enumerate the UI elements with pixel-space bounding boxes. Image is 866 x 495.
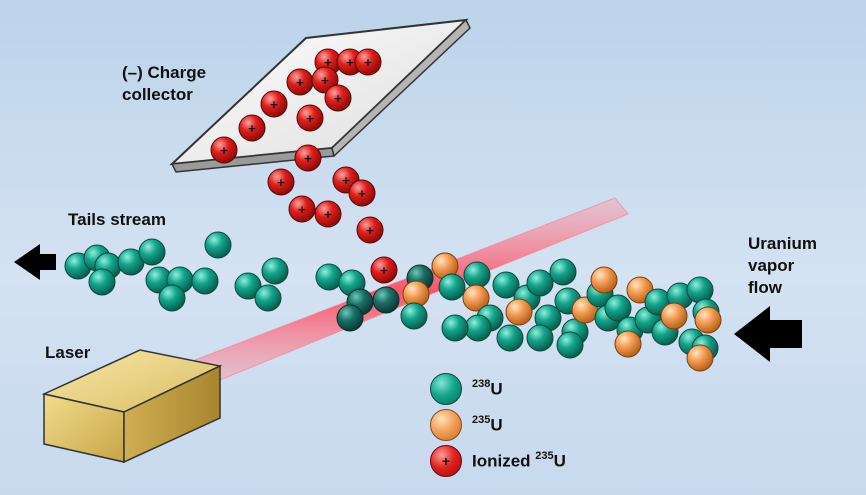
u238-atom [549,258,577,286]
legend-item-u235: 235U [430,408,503,442]
ion-plus-sign: + [247,122,256,135]
legend-prefix-ionized: Ionized [472,451,536,471]
u238-atom [158,284,186,312]
ionized-u235-atom [370,256,398,284]
legend-label-u235: 235U [472,413,503,436]
u238-atom [315,263,343,291]
legend: 238U 235U + Ionized 235U [430,372,660,482]
ionized-u235-atom [314,200,342,228]
laser-box [41,349,223,464]
u235-atom-icon [430,409,462,441]
u235-atom [694,306,722,334]
u235-atom [660,302,688,330]
ion-plus-sign: + [303,152,312,165]
ion-plus-sign: + [219,144,228,157]
legend-symbol-ionized: U [553,451,566,471]
legend-label-ionized: Ionized 235U [472,449,566,472]
u238-atom [441,314,469,342]
ionized-u235-atom [288,195,316,223]
u238-atom [191,267,219,295]
u238-atom [372,286,400,314]
ion-plus-sign: + [276,176,285,189]
ion-plus-sign: + [365,224,374,237]
flow-label-line3: flow [748,278,782,297]
legend-mass-u235: 235 [472,413,491,426]
ion-plus-sign: + [323,56,332,69]
u238-atom [88,268,116,296]
u238-atom [492,271,520,299]
flow-label-line2: vapor [748,256,795,275]
ion-plus-sign: + [341,174,350,187]
u238-atom [254,284,282,312]
ion-plus-sign: + [295,76,304,89]
ionized-u235-atom [324,84,352,112]
ion-plus-sign: + [320,74,329,87]
flow-label-line1: Uranium [748,234,817,253]
ionized-u235-atom [354,48,382,76]
ion-plus-sign: + [297,203,306,216]
ionized-atom-icon: + [430,445,462,477]
u238-atom [526,269,554,297]
u238-atom [400,302,428,330]
u238-atom [204,231,232,259]
ion-plus-sign: + [269,98,278,111]
ionized-u235-atom [356,216,384,244]
u238-atom [604,294,632,322]
ionized-u235-atom [294,144,322,172]
atom-layer: + + + + + + + + + + + + + + + + + + [64,48,722,372]
legend-symbol-u235: U [490,415,503,435]
charge-collector-label-line2: collector [122,85,193,104]
legend-item-u238: 238U [430,372,503,406]
u238-atom [526,324,554,352]
plus-sign: + [441,453,451,469]
ionized-u235-atom [210,136,238,164]
ionized-u235-atom [260,90,288,118]
charge-collector-label-line1: (–) Charge [122,63,207,82]
u238-atom-icon [430,373,462,405]
u235-atom [590,266,618,294]
laser-label: Laser [45,343,91,362]
u238-atom [496,324,524,352]
legend-item-ionized: + Ionized 235U [430,444,566,478]
ionized-u235-atom [267,168,295,196]
u235-atom [686,344,714,372]
u238-atom [336,304,364,332]
u235-atom [505,298,533,326]
u238-atom [138,238,166,266]
flow-arrow-icon [734,306,802,362]
ion-plus-sign: + [305,112,314,125]
ion-plus-sign: + [345,56,354,69]
charge-collector-label: (–) Charge collector [122,62,206,106]
legend-label-u238: 238U [472,377,503,400]
legend-mass-u238: 238 [472,377,491,390]
legend-mass-ionized: 235 [535,449,554,462]
tails-arrow-icon [14,244,56,280]
legend-symbol-u238: U [490,379,503,399]
u235-atom [462,284,490,312]
ionized-u235-atom [348,179,376,207]
tails-stream-label: Tails stream [68,210,166,229]
ion-plus-sign: + [333,92,342,105]
ion-plus-sign: + [357,187,366,200]
ion-plus-sign: + [323,208,332,221]
u238-atom [556,331,584,359]
ion-plus-sign: + [363,56,372,69]
u238-atom [234,272,262,300]
u238-atom [464,314,492,342]
u235-atom [614,330,642,358]
u238-atom [463,261,491,289]
u238-atom [261,257,289,285]
u238-atom [438,273,466,301]
ionized-u235-atom [238,114,266,142]
ionized-u235-atom [296,104,324,132]
uranium-vapor-flow-label: Uranium vapor flow [748,233,817,299]
ion-plus-sign: + [379,264,388,277]
